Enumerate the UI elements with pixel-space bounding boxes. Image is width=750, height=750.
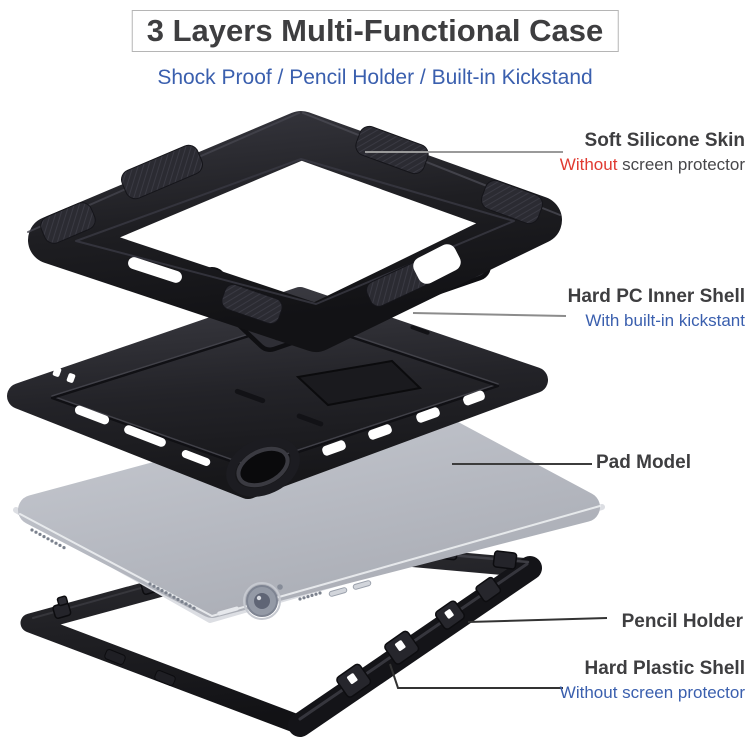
silicone-top-notch bbox=[211, 113, 227, 127]
shell-dark-slots bbox=[234, 325, 430, 427]
callout-title: Hard Plastic Shell bbox=[584, 658, 745, 679]
silicone-grip-patches bbox=[40, 125, 544, 325]
callout-note: Without screen protector bbox=[559, 682, 745, 702]
pad-mic-dot bbox=[277, 584, 283, 590]
callout-title: Hard PC Inner Shell bbox=[567, 286, 745, 307]
note-highlight-word: Without bbox=[559, 154, 618, 174]
callout-note: Without screen protector bbox=[560, 155, 745, 175]
callout-hard-pc-inner-shell: Hard PC Inner Shell With built-in kickst… bbox=[568, 286, 745, 330]
silicone-slot-cutout bbox=[128, 257, 182, 283]
page-subtitle: Shock Proof / Pencil Holder / Built-in K… bbox=[157, 66, 593, 89]
callout-title: Soft Silicone Skin bbox=[584, 130, 745, 151]
exploded-case-illustration bbox=[7, 111, 608, 737]
pad-camera bbox=[243, 582, 283, 620]
shell-vent-slots bbox=[52, 367, 485, 466]
leader-plastic-shell bbox=[389, 663, 563, 689]
silicone-camera-cutout bbox=[413, 244, 461, 284]
soft-silicone-skin-layer bbox=[27, 111, 562, 352]
note-rest: screen protector bbox=[617, 154, 745, 174]
pencil-holder-clips bbox=[104, 576, 502, 698]
callout-pad-model: Pad Model bbox=[596, 452, 691, 474]
callout-title: Pencil Holder bbox=[621, 611, 743, 632]
callout-hard-plastic-shell: Hard Plastic Shell Without screen protec… bbox=[560, 658, 745, 702]
leader-lines bbox=[365, 151, 608, 689]
leader-inner-shell bbox=[412, 312, 567, 317]
callout-title: Pad Model bbox=[596, 452, 692, 473]
callout-soft-silicone-skin: Soft Silicone Skin Without screen protec… bbox=[560, 130, 745, 174]
page-title: 3 Layers Multi-Functional Case bbox=[131, 10, 619, 52]
pad-speaker-holes bbox=[30, 528, 322, 610]
pad-side-buttons bbox=[217, 580, 372, 616]
callout-pencil-holder: Pencil Holder bbox=[622, 611, 743, 633]
callout-note: With built-in kickstant bbox=[585, 310, 745, 330]
shell-camera-cutout bbox=[226, 437, 300, 497]
kickstand-recess bbox=[295, 359, 423, 407]
leader-pencil bbox=[467, 617, 608, 623]
silicone-cutouts bbox=[128, 113, 461, 284]
